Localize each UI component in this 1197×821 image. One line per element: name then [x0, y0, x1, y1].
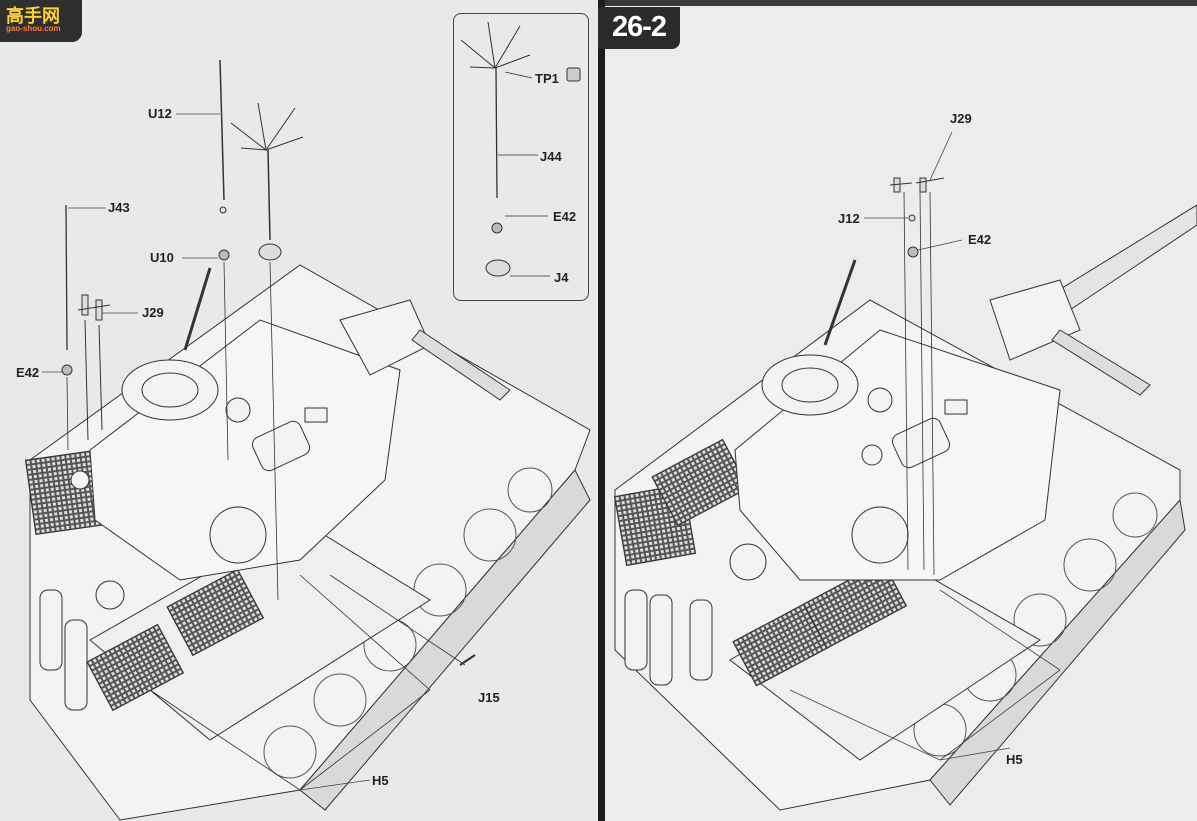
left-antenna-u12	[218, 59, 230, 461]
inset-label-tp1: TP1	[535, 71, 559, 86]
left-star-antenna	[230, 102, 304, 601]
right-exhaust-2	[649, 594, 673, 686]
left-exhaust-1	[39, 589, 63, 671]
right-label-j29: J29	[950, 111, 972, 126]
right-tank-drawing	[613, 204, 1197, 811]
step-number-badge: 26-2	[598, 7, 680, 49]
inset-label-j44: J44	[540, 149, 562, 164]
left-track-right	[299, 469, 591, 811]
right-grille-2	[651, 438, 750, 527]
label-j29: J29	[142, 305, 164, 320]
site-logo: 高手网 gao-shou.com	[0, 0, 82, 42]
left-commander-cupola	[121, 359, 219, 421]
label-h5: H5	[372, 773, 389, 788]
inset-box	[453, 13, 589, 301]
label-j15: J15	[478, 690, 500, 705]
inset-drawing	[460, 21, 581, 277]
right-label-h5: H5	[1006, 752, 1023, 767]
left-grille-2	[86, 623, 185, 712]
left-mount-j29	[77, 294, 111, 441]
page-spine	[598, 0, 605, 821]
inset-label-e42: E42	[553, 209, 577, 224]
right-antenna-j29	[889, 177, 945, 576]
label-u10: U10	[150, 250, 174, 265]
left-exhaust-2	[64, 619, 88, 711]
label-e42: E42	[16, 365, 40, 380]
inset-label-j4: J4	[554, 270, 569, 285]
left-turret	[89, 319, 401, 581]
right-label-j12: J12	[838, 211, 860, 226]
right-track-right	[929, 498, 1186, 806]
label-j43: J43	[108, 200, 130, 215]
right-label-e42: E42	[968, 232, 992, 247]
label-u12: U12	[148, 106, 172, 121]
logo-text: 高手网	[6, 6, 60, 26]
right-commander-cupola	[761, 354, 859, 416]
left-grille-3	[166, 568, 265, 657]
left-antenna-j43	[61, 204, 73, 451]
left-tank-drawing	[24, 264, 591, 821]
right-grille-4	[802, 561, 908, 649]
logo-subtext: gao-shou.com	[6, 24, 61, 33]
step-number: 26-2	[611, 11, 667, 43]
right-exhaust-1	[624, 589, 648, 671]
